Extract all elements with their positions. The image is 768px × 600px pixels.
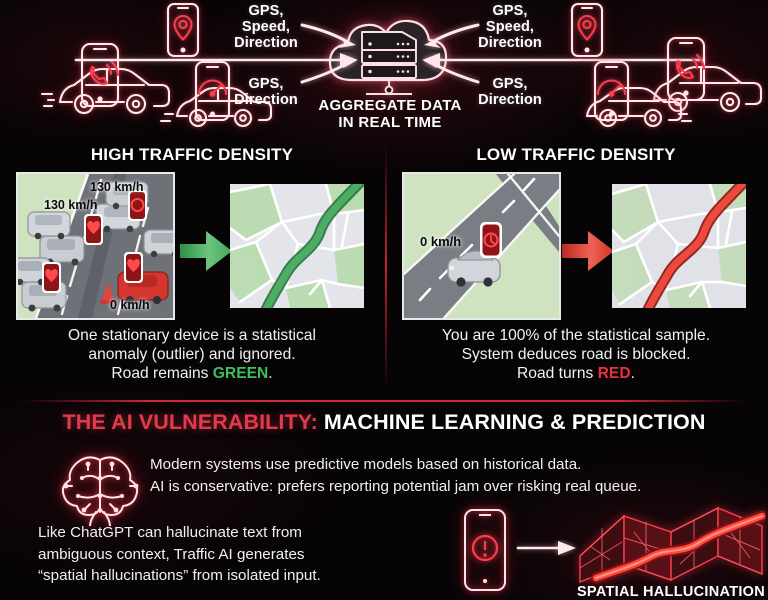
label-left-lower: GPS, Direction: [234, 76, 298, 109]
phone-call-icon: [89, 59, 120, 86]
server-rack-icon: [361, 31, 417, 95]
label-right-lower: GPS, Direction: [478, 76, 542, 109]
panel-low-density: LOW TRAFFIC DENSITY: [384, 140, 768, 398]
paragraph-line: Modern systems use predictive models bas…: [150, 456, 582, 473]
map-pin-icon: [173, 14, 193, 41]
minimap-red: [612, 184, 746, 308]
arrow-right-icon: [300, 58, 356, 84]
paragraph-line: ambiguous context, Traffic AI generates: [38, 545, 305, 563]
arrow-left-icon: [424, 58, 480, 84]
panel-title-high: HIGH TRAFFIC DENSITY: [90, 145, 294, 164]
folded-map-icon: [579, 506, 768, 584]
caption-line: One stationary device is a statistical: [68, 327, 316, 344]
data-collection-section: GPS, Speed, Direction: [0, 0, 768, 140]
caption-line: You are 100% of the statistical sample.: [441, 327, 711, 344]
ai-paragraph-primary: Modern systems use predictive models bas…: [150, 454, 760, 497]
phone-pin-icon: [570, 2, 604, 58]
arrow-high-to-map: [180, 228, 232, 274]
arrow-right-icon: [300, 23, 356, 48]
empty-road-illustration: [404, 174, 559, 318]
panel-divider: [385, 142, 387, 390]
caption-line: System deduces road is blocked.: [461, 346, 691, 364]
status-red: RED: [597, 365, 631, 383]
arrow-right-icon: [562, 231, 614, 271]
ai-paragraph-secondary: Like ChatGPT can hallucinate text from a…: [38, 522, 438, 587]
car-with-phone-icon: [585, 60, 693, 128]
speedometer-icon: [596, 79, 627, 97]
paragraph-line: AI is conservative: prefers reporting po…: [150, 477, 642, 495]
minimap-green: [230, 184, 364, 308]
phone-alert-wrap: [462, 508, 508, 592]
scene-high-density: 130 km/h 130 km/h 0 km/h: [16, 172, 175, 320]
vehicle-node-left-2: [155, 58, 295, 138]
speed-label: 130 km/h: [90, 180, 144, 194]
paragraph-line: “spatial hallucinations” from isolated i…: [38, 567, 321, 585]
caption-line: Road remains GREEN.: [8, 364, 376, 383]
aggregate-label: AGGREGATE DATA IN REAL TIME: [318, 97, 462, 131]
panel-title-low: LOW TRAFFIC DENSITY: [476, 145, 676, 164]
caption-suffix: .: [268, 365, 273, 383]
label-right-upper: GPS, Speed, Direction: [478, 3, 542, 52]
arrow-left-icon: [424, 23, 480, 48]
comparison-section: HIGH TRAFFIC DENSITY: [0, 140, 768, 398]
device-node-right-pin: [566, 2, 608, 58]
title-white-part: MACHINE LEARNING & PREDICTION: [323, 410, 706, 434]
ai-vulnerability-section: THE AI VULNERABILITY: MACHINE LEARNING &…: [0, 404, 768, 600]
caption-line: Road turns RED.: [392, 364, 760, 383]
title-red-part: THE AI VULNERABILITY:: [62, 410, 318, 434]
device-node-left-pin: [162, 2, 204, 58]
map-green-route: [230, 184, 364, 308]
cloud-server-node: [300, 4, 480, 104]
caption-prefix: Road turns: [517, 365, 598, 383]
scene-low-density: 0 km/h: [402, 172, 561, 320]
label-left-upper: GPS, Speed, Direction: [234, 3, 298, 52]
speed-label: 0 km/h: [110, 298, 150, 312]
caption-suffix: .: [630, 365, 635, 383]
speed-label: 130 km/h: [44, 198, 98, 212]
vehicle-node-left-1: [34, 36, 184, 126]
car-with-phone-icon: [40, 42, 171, 115]
cloud-icon: [328, 19, 448, 95]
caption-line: anomaly (outlier) and ignored.: [88, 346, 296, 364]
panel-high-density: HIGH TRAFFIC DENSITY: [0, 140, 384, 398]
vehicle-node-right-2: [565, 58, 705, 138]
phone-pin-icon: [166, 2, 200, 58]
brain-circuit-icon: [61, 456, 139, 527]
section-divider: [22, 400, 746, 402]
car-with-phone-icon: [159, 60, 273, 128]
speedometer-icon: [197, 79, 228, 97]
arrow-right-icon: [180, 231, 232, 271]
arrow-right-icon: [516, 541, 576, 555]
status-green: GREEN: [212, 365, 269, 383]
phone-call-icon: [675, 53, 706, 80]
highway-congestion-illustration: [18, 174, 173, 318]
speed-label: 0 km/h: [420, 234, 462, 249]
ai-vulnerability-title: THE AI VULNERABILITY: MACHINE LEARNING &…: [0, 410, 768, 435]
caption-low-density: You are 100% of the statistical sample. …: [392, 326, 760, 383]
caption-prefix: Road remains: [111, 365, 213, 383]
caption-high-density: One stationary device is a statistical a…: [8, 326, 376, 383]
map-red-route: [612, 184, 746, 308]
map-pin-icon: [577, 14, 597, 41]
folded-map-wrap: [576, 498, 768, 586]
arrow-low-to-map: [562, 228, 614, 274]
phone-alert-icon: [464, 509, 506, 591]
brain-icon-wrap: [58, 452, 144, 527]
paragraph-line: Like ChatGPT can hallucinate text from: [38, 524, 302, 541]
spatial-hallucination-label: SPATIAL HALLUCINATION: [576, 584, 766, 600]
